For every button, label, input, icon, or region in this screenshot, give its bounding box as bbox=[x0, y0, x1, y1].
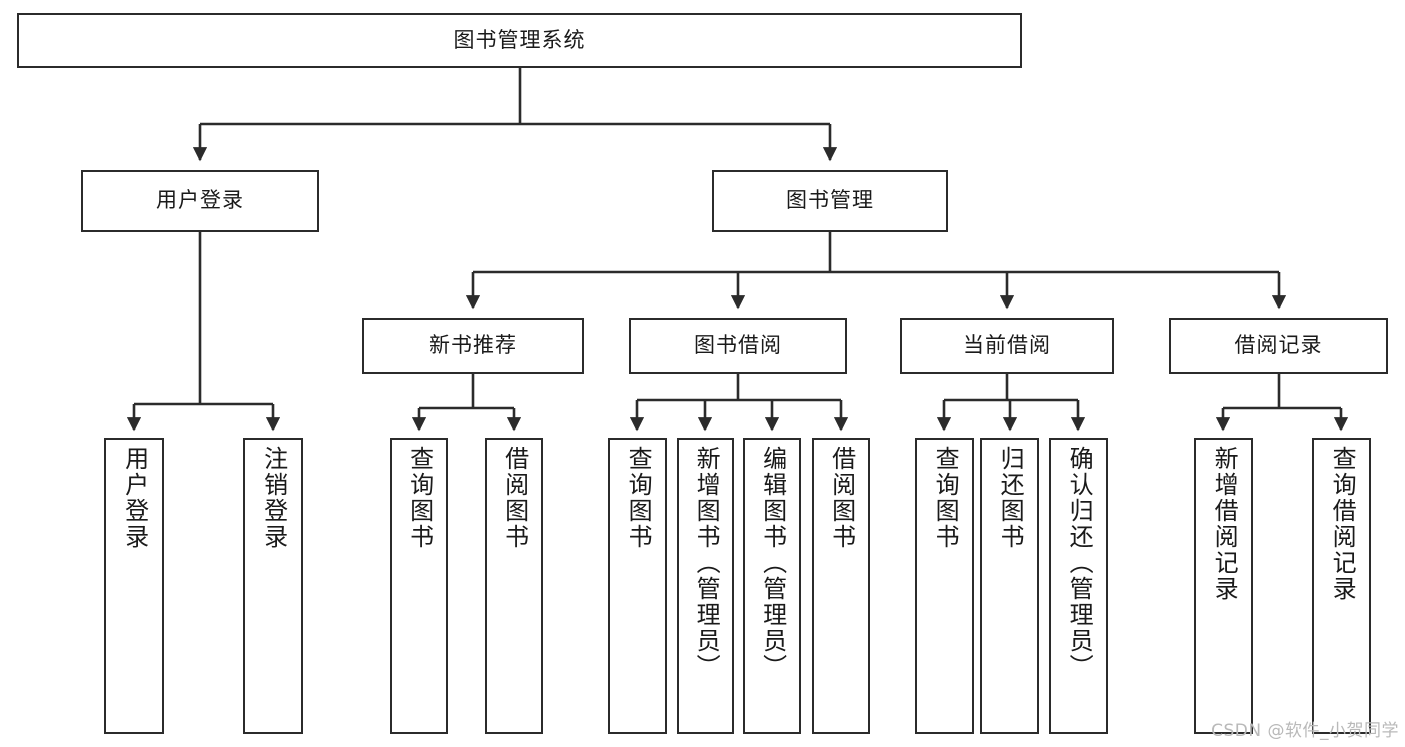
node-leaf-borrow-book[interactable]: 借阅图书 bbox=[812, 438, 870, 734]
node-leaf-user-login-label: 用户登录 bbox=[120, 446, 149, 550]
node-leaf-query-book-rec-label: 查询图书 bbox=[405, 446, 434, 550]
node-new-book-recommend[interactable]: 新书推荐 bbox=[362, 318, 584, 374]
node-leaf-query-book-label: 查询图书 bbox=[624, 446, 653, 550]
node-current-borrow[interactable]: 当前借阅 bbox=[900, 318, 1114, 374]
node-leaf-user-login[interactable]: 用户登录 bbox=[104, 438, 164, 734]
node-leaf-return-book-label: 归还图书 bbox=[996, 446, 1025, 550]
node-leaf-logout-label: 注销登录 bbox=[259, 446, 288, 550]
node-borrow-record[interactable]: 借阅记录 bbox=[1169, 318, 1388, 374]
node-leaf-add-book[interactable]: 新增图书（管理员） bbox=[677, 438, 734, 734]
node-book-borrow-label: 图书借阅 bbox=[694, 333, 782, 358]
watermark: CSDN @软件_小贺同学 bbox=[1211, 721, 1399, 741]
node-root-label: 图书管理系统 bbox=[453, 27, 586, 52]
node-leaf-query-book[interactable]: 查询图书 bbox=[608, 438, 667, 734]
node-leaf-return-book[interactable]: 归还图书 bbox=[980, 438, 1039, 734]
node-leaf-query-book-cur-label: 查询图书 bbox=[931, 446, 960, 550]
node-book-manage-label: 图书管理 bbox=[786, 188, 874, 213]
node-leaf-confirm-return[interactable]: 确认归还（管理员） bbox=[1049, 438, 1108, 734]
node-new-book-recommend-label: 新书推荐 bbox=[429, 333, 517, 358]
node-book-manage[interactable]: 图书管理 bbox=[712, 170, 948, 232]
node-leaf-confirm-return-label: 确认归还（管理员） bbox=[1065, 446, 1094, 680]
node-current-borrow-label: 当前借阅 bbox=[963, 333, 1051, 358]
node-leaf-borrow-book-rec-label: 借阅图书 bbox=[500, 446, 529, 550]
node-leaf-query-book-rec[interactable]: 查询图书 bbox=[390, 438, 448, 734]
node-leaf-add-book-label: 新增图书（管理员） bbox=[692, 446, 721, 680]
node-leaf-query-record[interactable]: 查询借阅记录 bbox=[1312, 438, 1371, 734]
node-leaf-edit-book[interactable]: 编辑图书（管理员） bbox=[743, 438, 801, 734]
node-leaf-query-record-label: 查询借阅记录 bbox=[1328, 446, 1357, 602]
node-leaf-logout[interactable]: 注销登录 bbox=[243, 438, 303, 734]
node-leaf-borrow-book-rec[interactable]: 借阅图书 bbox=[485, 438, 543, 734]
node-user-login-label: 用户登录 bbox=[156, 188, 244, 213]
node-leaf-add-record[interactable]: 新增借阅记录 bbox=[1194, 438, 1253, 734]
node-borrow-record-label: 借阅记录 bbox=[1234, 333, 1323, 358]
node-leaf-query-book-cur[interactable]: 查询图书 bbox=[915, 438, 974, 734]
node-leaf-edit-book-label: 编辑图书（管理员） bbox=[758, 446, 787, 680]
node-root[interactable]: 图书管理系统 bbox=[17, 13, 1022, 68]
node-leaf-add-record-label: 新增借阅记录 bbox=[1210, 446, 1239, 602]
node-leaf-borrow-book-label: 借阅图书 bbox=[827, 446, 856, 550]
node-user-login[interactable]: 用户登录 bbox=[81, 170, 319, 232]
node-book-borrow[interactable]: 图书借阅 bbox=[629, 318, 847, 374]
